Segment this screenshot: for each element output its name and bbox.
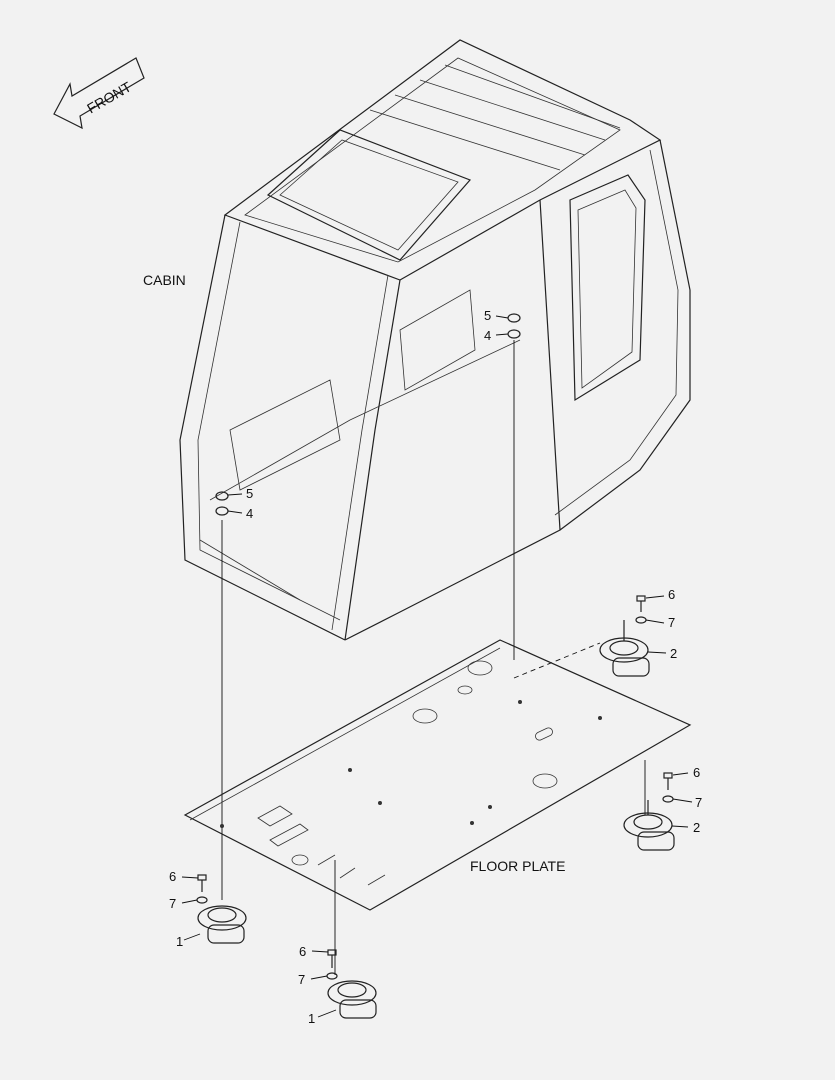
- front-arrow-icon: FRONT: [53, 57, 145, 130]
- washer-7-rear-icon: [635, 616, 647, 624]
- bolt-6-rear-icon: [636, 595, 646, 612]
- bolt-6-front-icon: [327, 949, 337, 968]
- washer-4-right-icon: [507, 329, 521, 339]
- callout-cab-left-4: 4: [246, 506, 253, 521]
- callout-mount-right-6: 6: [693, 765, 700, 780]
- washer-7-right-icon: [662, 795, 674, 803]
- hidden-line: [513, 642, 601, 679]
- callout-mount-rear-right-7: 7: [668, 615, 675, 630]
- washer-7-front-icon: [326, 972, 338, 980]
- mount-2-right-icon: [623, 800, 675, 851]
- mount-1-left-icon: [197, 905, 247, 944]
- callout-mount-left-6: 6: [169, 869, 176, 884]
- floor-plate-label: FLOOR PLATE: [470, 858, 565, 874]
- callout-mount-left-1: 1: [176, 934, 183, 949]
- floor-plate-drawing: [183, 639, 692, 911]
- washer-7-left-icon: [196, 896, 208, 904]
- cabin-label: CABIN: [143, 272, 186, 288]
- callout-mount-rear-right-6: 6: [668, 587, 675, 602]
- callout-cab-left-5: 5: [246, 486, 253, 501]
- callout-cab-right-5: 5: [484, 308, 491, 323]
- callout-mount-front-1: 1: [308, 1011, 315, 1026]
- cabin-drawing: [179, 39, 691, 641]
- callout-mount-rear-right-2: 2: [670, 646, 677, 661]
- nut-5-left-icon: [215, 491, 229, 501]
- mount-1-front-icon: [327, 980, 377, 1019]
- callout-mount-right-2: 2: [693, 820, 700, 835]
- callout-mount-right-7: 7: [695, 795, 702, 810]
- bolt-6-right-icon: [663, 772, 673, 790]
- callout-mount-front-7: 7: [298, 972, 305, 987]
- callout-mount-front-6: 6: [299, 944, 306, 959]
- washer-4-left-icon: [215, 506, 229, 516]
- bolt-6-left-icon: [197, 874, 207, 892]
- mount-2-rear-icon: [599, 620, 650, 677]
- callout-mount-left-7: 7: [169, 896, 176, 911]
- nut-5-right-icon: [507, 313, 521, 323]
- callout-cab-right-4: 4: [484, 328, 491, 343]
